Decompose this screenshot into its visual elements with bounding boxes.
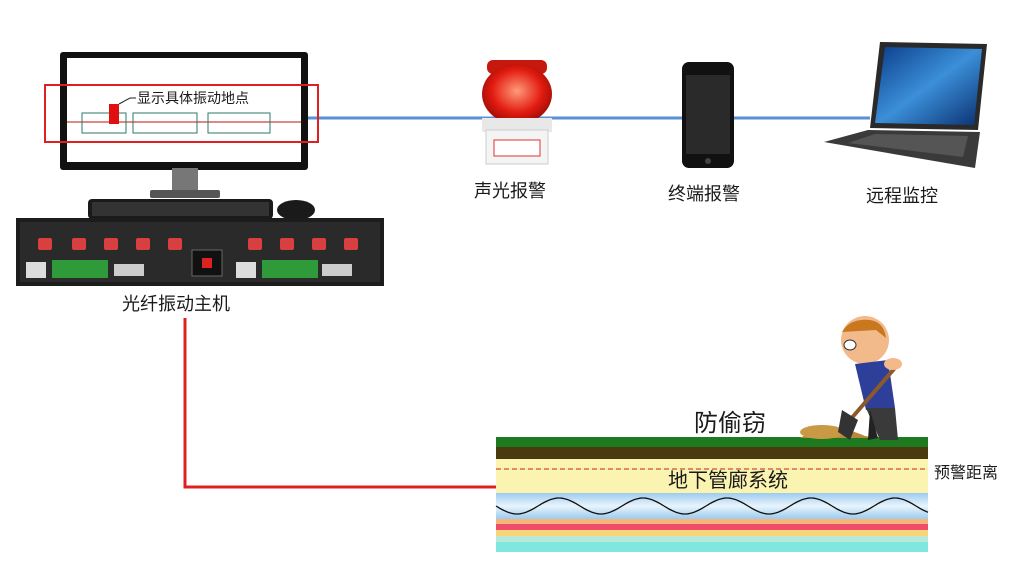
host-indicator-button [136, 238, 150, 250]
monitor [60, 52, 308, 198]
digger-person-icon [800, 316, 902, 440]
keyboard [88, 199, 273, 219]
host-label: 光纤振动主机 [122, 294, 230, 315]
fiber-link-line [183, 318, 497, 489]
ground-cross-section [496, 437, 928, 552]
alarm-light-label: 声光报警 [474, 181, 546, 202]
host-indicator-button [168, 238, 182, 250]
host-indicator-button [38, 238, 52, 250]
phone-icon [682, 62, 734, 168]
laptop-icon [824, 42, 987, 168]
host-indicator-button [280, 238, 294, 250]
theft-label: 防偷窃 [694, 409, 766, 437]
terminal-alarm-label: 终端报警 [668, 184, 740, 205]
vibration-wave [495, 497, 929, 515]
screen-callout-label: 显示具体振动地点 [137, 91, 249, 107]
host-indicator-button [344, 238, 358, 250]
siren-icon [482, 60, 552, 165]
tunnel-label: 地下管廊系统 [668, 468, 788, 492]
host-indicator-button [104, 238, 118, 250]
warning-distance-label: 预警距离 [934, 463, 999, 482]
host-unit [16, 218, 384, 286]
remote-monitor-label: 远程监控 [866, 186, 938, 207]
host-indicator-button [248, 238, 262, 250]
mouse [277, 200, 315, 220]
host-indicator-button [312, 238, 326, 250]
host-indicator-button [72, 238, 86, 250]
screen-highlight-box [44, 84, 319, 143]
